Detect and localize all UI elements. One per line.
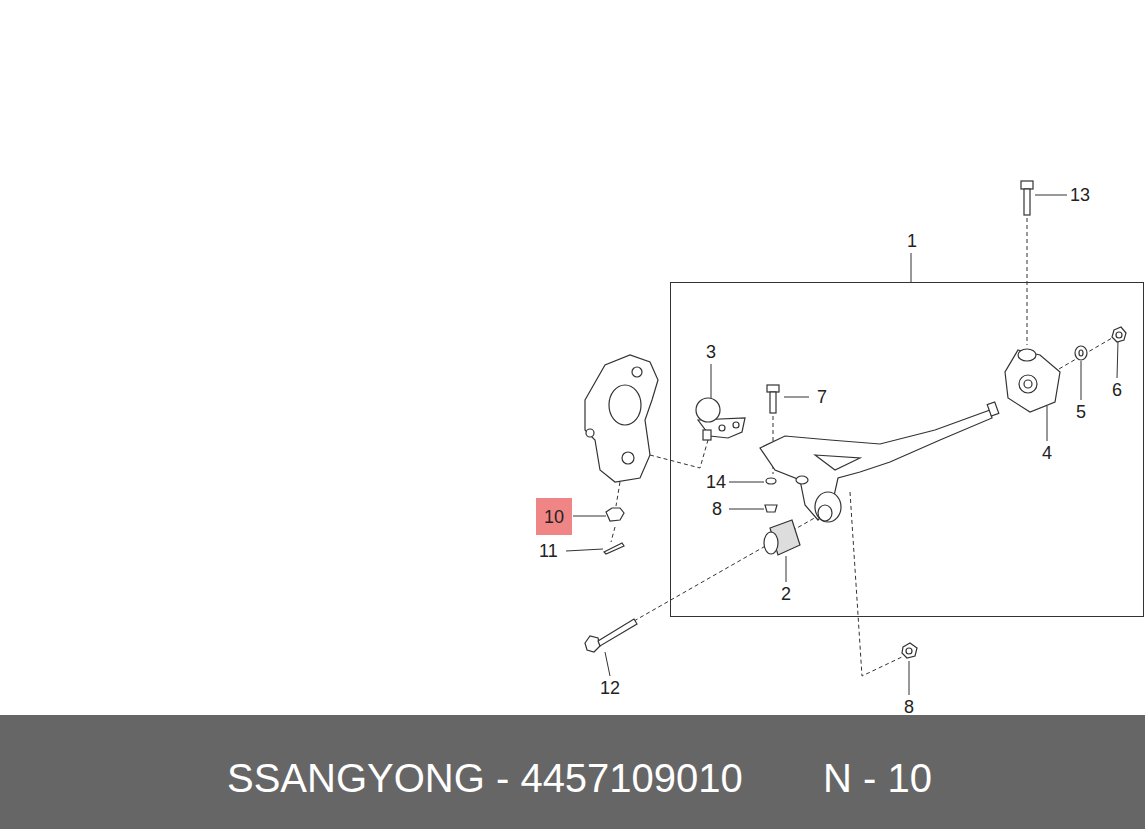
parts [585, 181, 1126, 658]
callout-number: 10 [544, 508, 564, 526]
callout-number: 8 [904, 698, 914, 716]
callout-number: 13 [1070, 186, 1090, 204]
leader-lines [566, 195, 1118, 695]
callout-number: 2 [781, 585, 791, 603]
callout-number: 14 [706, 473, 726, 491]
callout-number: 1 [907, 232, 917, 250]
callout-number: 5 [1076, 403, 1086, 421]
highlight-box: 10 [536, 498, 572, 535]
callout-number: 7 [817, 388, 827, 406]
callout-number: 4 [1042, 444, 1052, 462]
part-number-text: N - 10 [823, 758, 932, 798]
callout-number: 6 [1112, 381, 1122, 399]
callout-number: 12 [600, 679, 620, 697]
callout-number: 8 [712, 500, 722, 518]
footer-band: SSANGYONG - 4457109010 N - 10 [0, 715, 1145, 829]
callout-number: 11 [539, 542, 558, 560]
callout-number: 3 [706, 343, 716, 361]
part-number-text: SSANGYONG - 4457109010 [227, 758, 743, 798]
dashed-guides [611, 218, 1112, 676]
assembly-frame: 1 [670, 282, 1144, 617]
